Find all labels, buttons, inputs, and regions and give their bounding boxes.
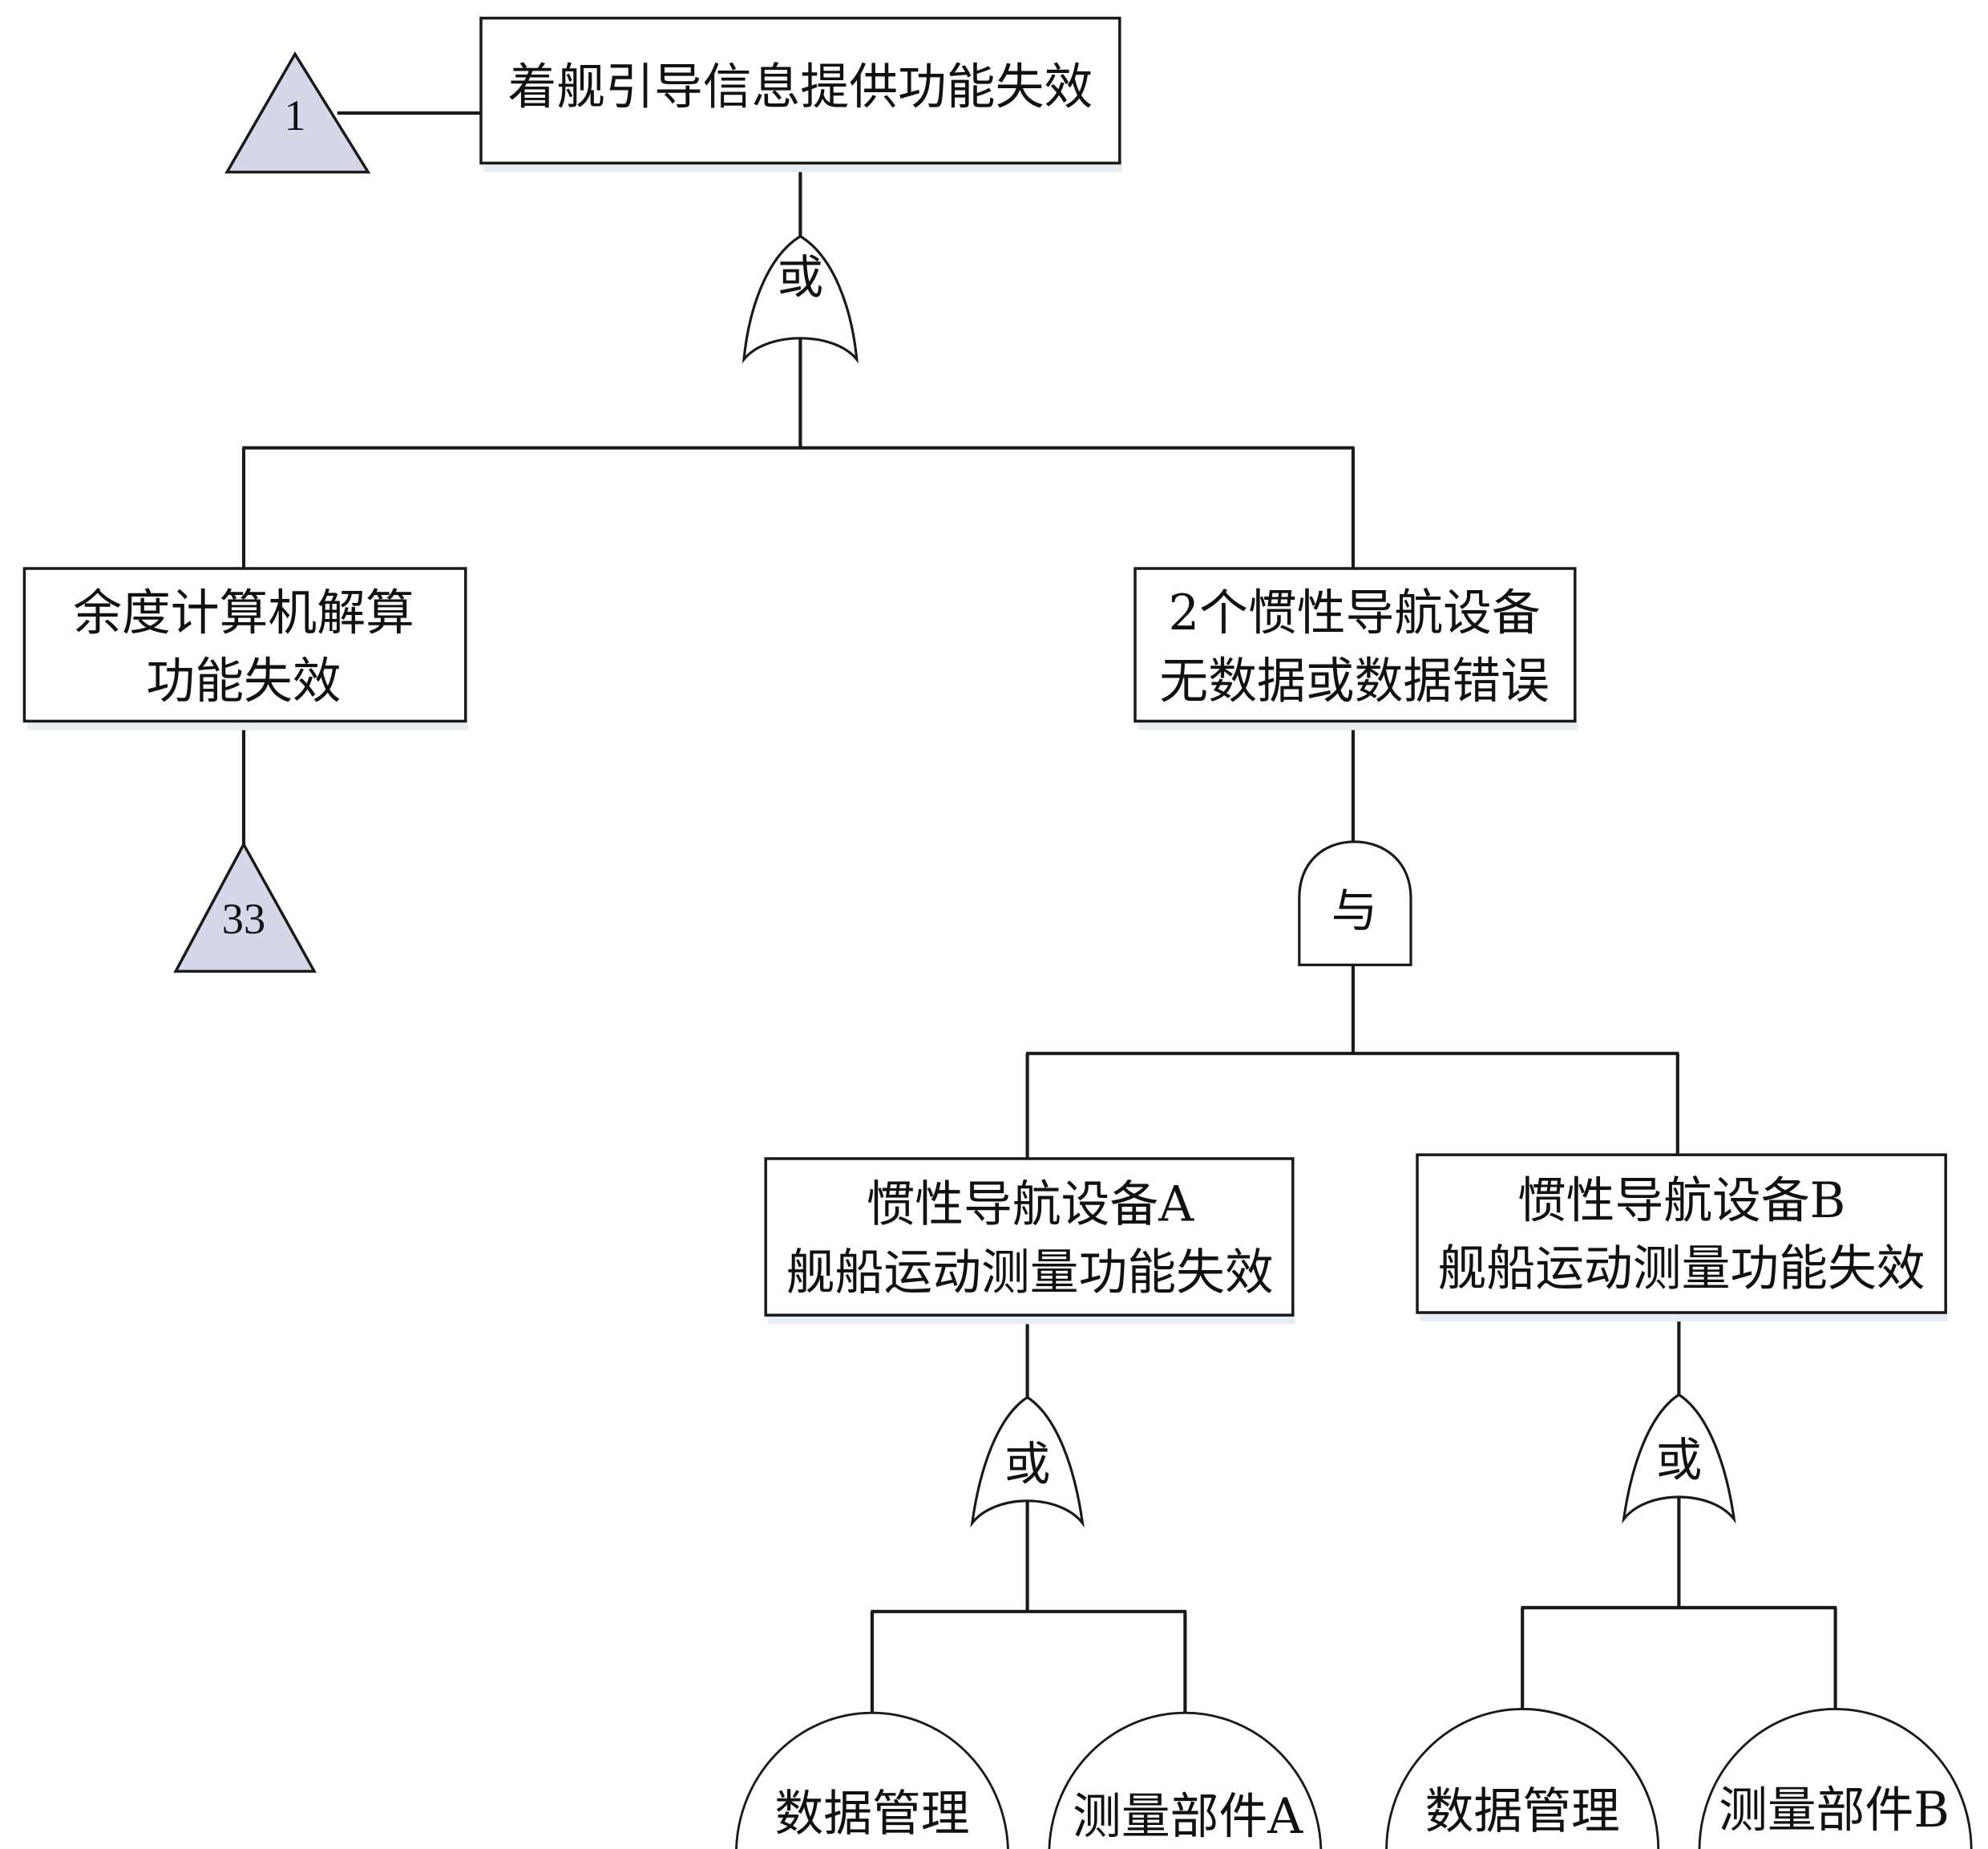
shadow <box>1137 722 1578 730</box>
sub-event-a-line-2: 舰船运动测量功能失效 <box>786 1244 1274 1301</box>
or-gate-a-label: 或 <box>1004 1437 1051 1491</box>
sub-event-b-line-1: 惯性导航设备B <box>1517 1173 1845 1229</box>
or-gate-icon <box>970 1395 1085 1528</box>
right-event[interactable]: 2个惯性导航设备 无数据或数据错误 <box>1133 567 1578 730</box>
right-event-line-1: 2个惯性导航设备 <box>1168 585 1540 641</box>
basic-event-b1-line-1: 数据管理 <box>1425 1783 1620 1839</box>
sub-event-b-line-2: 舰船运动测量功能失效 <box>1438 1241 1925 1297</box>
or-gate-label: 或 <box>778 250 824 304</box>
basic-event-a2[interactable]: 测量部件A 失效 <box>1048 1711 1323 1849</box>
right-event-box <box>1133 567 1577 723</box>
or-gate-b-label: 或 <box>1656 1434 1703 1487</box>
connector-lines <box>241 111 1837 1713</box>
basic-event-b1[interactable]: 数据管理 部件B失效 <box>1385 1708 1660 1849</box>
left-event-box <box>22 567 467 723</box>
basic-event-circle <box>735 1711 1009 1849</box>
or-gate-a[interactable]: 或 <box>970 1395 1085 1528</box>
basic-event-circle <box>1048 1711 1323 1849</box>
sub-event-a-box <box>764 1157 1295 1317</box>
or-gate-icon <box>1622 1393 1736 1524</box>
left-event-line-2: 功能失效 <box>146 653 341 710</box>
transfer-out-number: 33 <box>222 895 265 943</box>
shadow <box>26 722 469 730</box>
basic-event-a1[interactable]: 数据管理 部件A失效 <box>735 1711 1009 1849</box>
and-gate-label: 与 <box>1331 884 1378 938</box>
top-or-gate[interactable]: 或 <box>741 234 859 364</box>
shadow <box>483 164 1122 172</box>
basic-event-circle <box>1698 1708 1973 1849</box>
top-event-label: 着舰引导信息提供功能失效 <box>508 59 1093 115</box>
transfer-in-number: 1 <box>284 91 305 140</box>
top-event-box <box>479 16 1121 165</box>
shadow <box>768 1316 1295 1325</box>
left-event-line-1: 余度计算机解算 <box>73 585 414 641</box>
sub-event-b-box <box>1416 1153 1947 1314</box>
basic-event-a2-line-1: 测量部件A <box>1073 1789 1303 1845</box>
basic-event-b2-line-1: 测量部件B <box>1719 1782 1950 1839</box>
or-gate-icon <box>741 234 859 364</box>
basic-event-b2[interactable]: 测量部件B 失效 <box>1698 1708 1973 1849</box>
sub-event-a-line-1: 惯性导航设备A <box>866 1177 1194 1233</box>
basic-event-circle <box>1385 1708 1660 1849</box>
left-event[interactable]: 余度计算机解算 功能失效 <box>22 567 469 730</box>
sub-event-a[interactable]: 惯性导航设备A 舰船运动测量功能失效 <box>764 1157 1295 1325</box>
sub-event-b[interactable]: 惯性导航设备B 舰船运动测量功能失效 <box>1416 1153 1949 1322</box>
right-event-line-2: 无数据或数据错误 <box>1159 653 1549 710</box>
triangle-icon <box>224 51 371 174</box>
top-event[interactable]: 着舰引导信息提供功能失效 <box>479 16 1122 172</box>
and-gate-icon <box>1298 840 1412 966</box>
basic-event-a1-line-1: 数据管理 <box>774 1786 969 1843</box>
triangle-icon <box>173 841 317 973</box>
or-gate-b[interactable]: 或 <box>1622 1393 1736 1524</box>
transfer-out-triangle[interactable]: 33 <box>173 841 317 973</box>
and-gate[interactable]: 与 <box>1298 840 1412 966</box>
shadow <box>1420 1313 1949 1322</box>
transfer-in-triangle[interactable]: 1 <box>224 51 371 174</box>
